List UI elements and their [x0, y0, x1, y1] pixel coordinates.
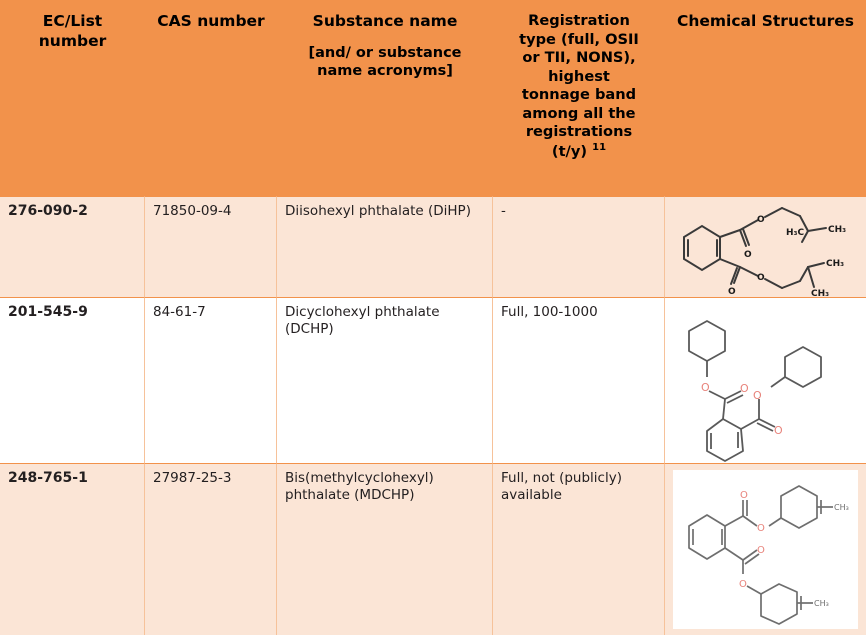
atom-label-o: O [753, 389, 762, 402]
footnote-marker: 11 [592, 141, 607, 153]
cell-cas-number: 84-61-7 [145, 297, 277, 463]
column-header-line-3: or TII, NONS), [522, 49, 636, 67]
column-header-line-1: Registration [528, 12, 630, 29]
atom-label-o: O [701, 381, 710, 394]
column-header-line-8: (t/y) 11 [552, 142, 606, 161]
column-header-label: EC/List number [38, 12, 107, 50]
column-header-cas-number: CAS number [145, 0, 277, 196]
cell-chemical-structure: O O O O CH₃ CH₃ [665, 463, 866, 635]
column-header-unit: (t/y) [551, 142, 588, 160]
cell-cas-number: 71850-09-4 [145, 196, 277, 297]
cell-substance-name: Bis(methylcyclohexyl) phthalate (MDCHP) [277, 463, 493, 635]
column-header-line-4: highest [548, 67, 610, 85]
column-header-ec-list-number: EC/List number [0, 0, 145, 196]
cell-cas-number: 27987-25-3 [145, 463, 277, 635]
dicyclohexyl-phthalate-structure: O O O O [665, 298, 866, 463]
cell-substance-name: Diisohexyl phthalate (DiHP) [277, 196, 493, 297]
atom-label-o: O [757, 273, 765, 283]
cell-ec-list-number: 248-765-1 [0, 463, 145, 635]
cell-substance-name: Dicyclohexyl phthalate (DCHP) [277, 297, 493, 463]
bis-methylcyclohexyl-phthalate-structure: O O O O CH₃ CH₃ [665, 464, 866, 635]
cell-registration-type: Full, not (publicly) available [493, 463, 665, 635]
atom-label-o: O [757, 545, 765, 556]
atom-label-ch3: CH₃ [826, 259, 844, 269]
cell-registration-type: - [493, 196, 665, 297]
atom-label-o: O [744, 250, 752, 260]
column-header-label: Substance name [312, 12, 458, 30]
atom-label-ch3: CH₃ [811, 289, 829, 297]
column-header-substance-name: Substance name [and/ or substance name a… [277, 0, 493, 196]
cell-ec-list-number: 201-545-9 [0, 297, 145, 463]
column-header-line-7: registrations [525, 123, 633, 141]
cell-ec-list-number: 276-090-2 [0, 196, 145, 297]
column-header-sublabel: [and/ or substance name acronyms] [308, 44, 462, 80]
atom-label-ch3: CH₃ [828, 225, 846, 235]
atom-label-ch3: CH₃ [814, 599, 829, 608]
column-header-line-5: tonnage band [521, 86, 637, 104]
cell-chemical-structure: O O O O [665, 297, 866, 463]
table-row: 276-090-2 71850-09-4 Diisohexyl phthalat… [0, 196, 866, 297]
column-header-line-6: among all the [522, 104, 636, 122]
atom-label-o: O [740, 382, 749, 395]
column-header-chemical-structures: Chemical Structures [665, 0, 866, 196]
structure-diagram: O O O O CH₃ CH₃ [687, 484, 849, 625]
structure-diagram: O O O O CH₃ H₃C CH₃ CH₃ [682, 207, 846, 297]
column-header-line-2: type (full, OSII [519, 30, 639, 48]
atom-label-h3c: H₃C [786, 228, 804, 238]
column-header-label: Chemical Structures [676, 12, 854, 30]
table-header-row: EC/List number CAS number Substance name… [0, 0, 866, 196]
column-header-registration-type: Registration type (full, OSII or TII, NO… [493, 0, 665, 196]
atom-label-o: O [757, 215, 765, 225]
atom-label-o: O [728, 287, 736, 297]
cell-chemical-structure: O O O O CH₃ H₃C CH₃ CH₃ [665, 196, 866, 297]
column-header-label: CAS number [157, 12, 265, 30]
atom-label-o: O [739, 579, 747, 590]
atom-label-ch3: CH₃ [834, 503, 849, 512]
diisohexyl-phthalate-structure: O O O O CH₃ H₃C CH₃ CH₃ [665, 197, 866, 297]
atom-label-o: O [740, 490, 748, 501]
cell-registration-type: Full, 100-1000 [493, 297, 665, 463]
atom-label-o: O [757, 523, 765, 534]
structure-diagram: O O O O [687, 320, 822, 462]
table-row: 201-545-9 84-61-7 Dicyclohexyl phthalate… [0, 297, 866, 463]
atom-label-o: O [774, 424, 783, 437]
table-row: 248-765-1 27987-25-3 Bis(methylcyclohexy… [0, 463, 866, 635]
